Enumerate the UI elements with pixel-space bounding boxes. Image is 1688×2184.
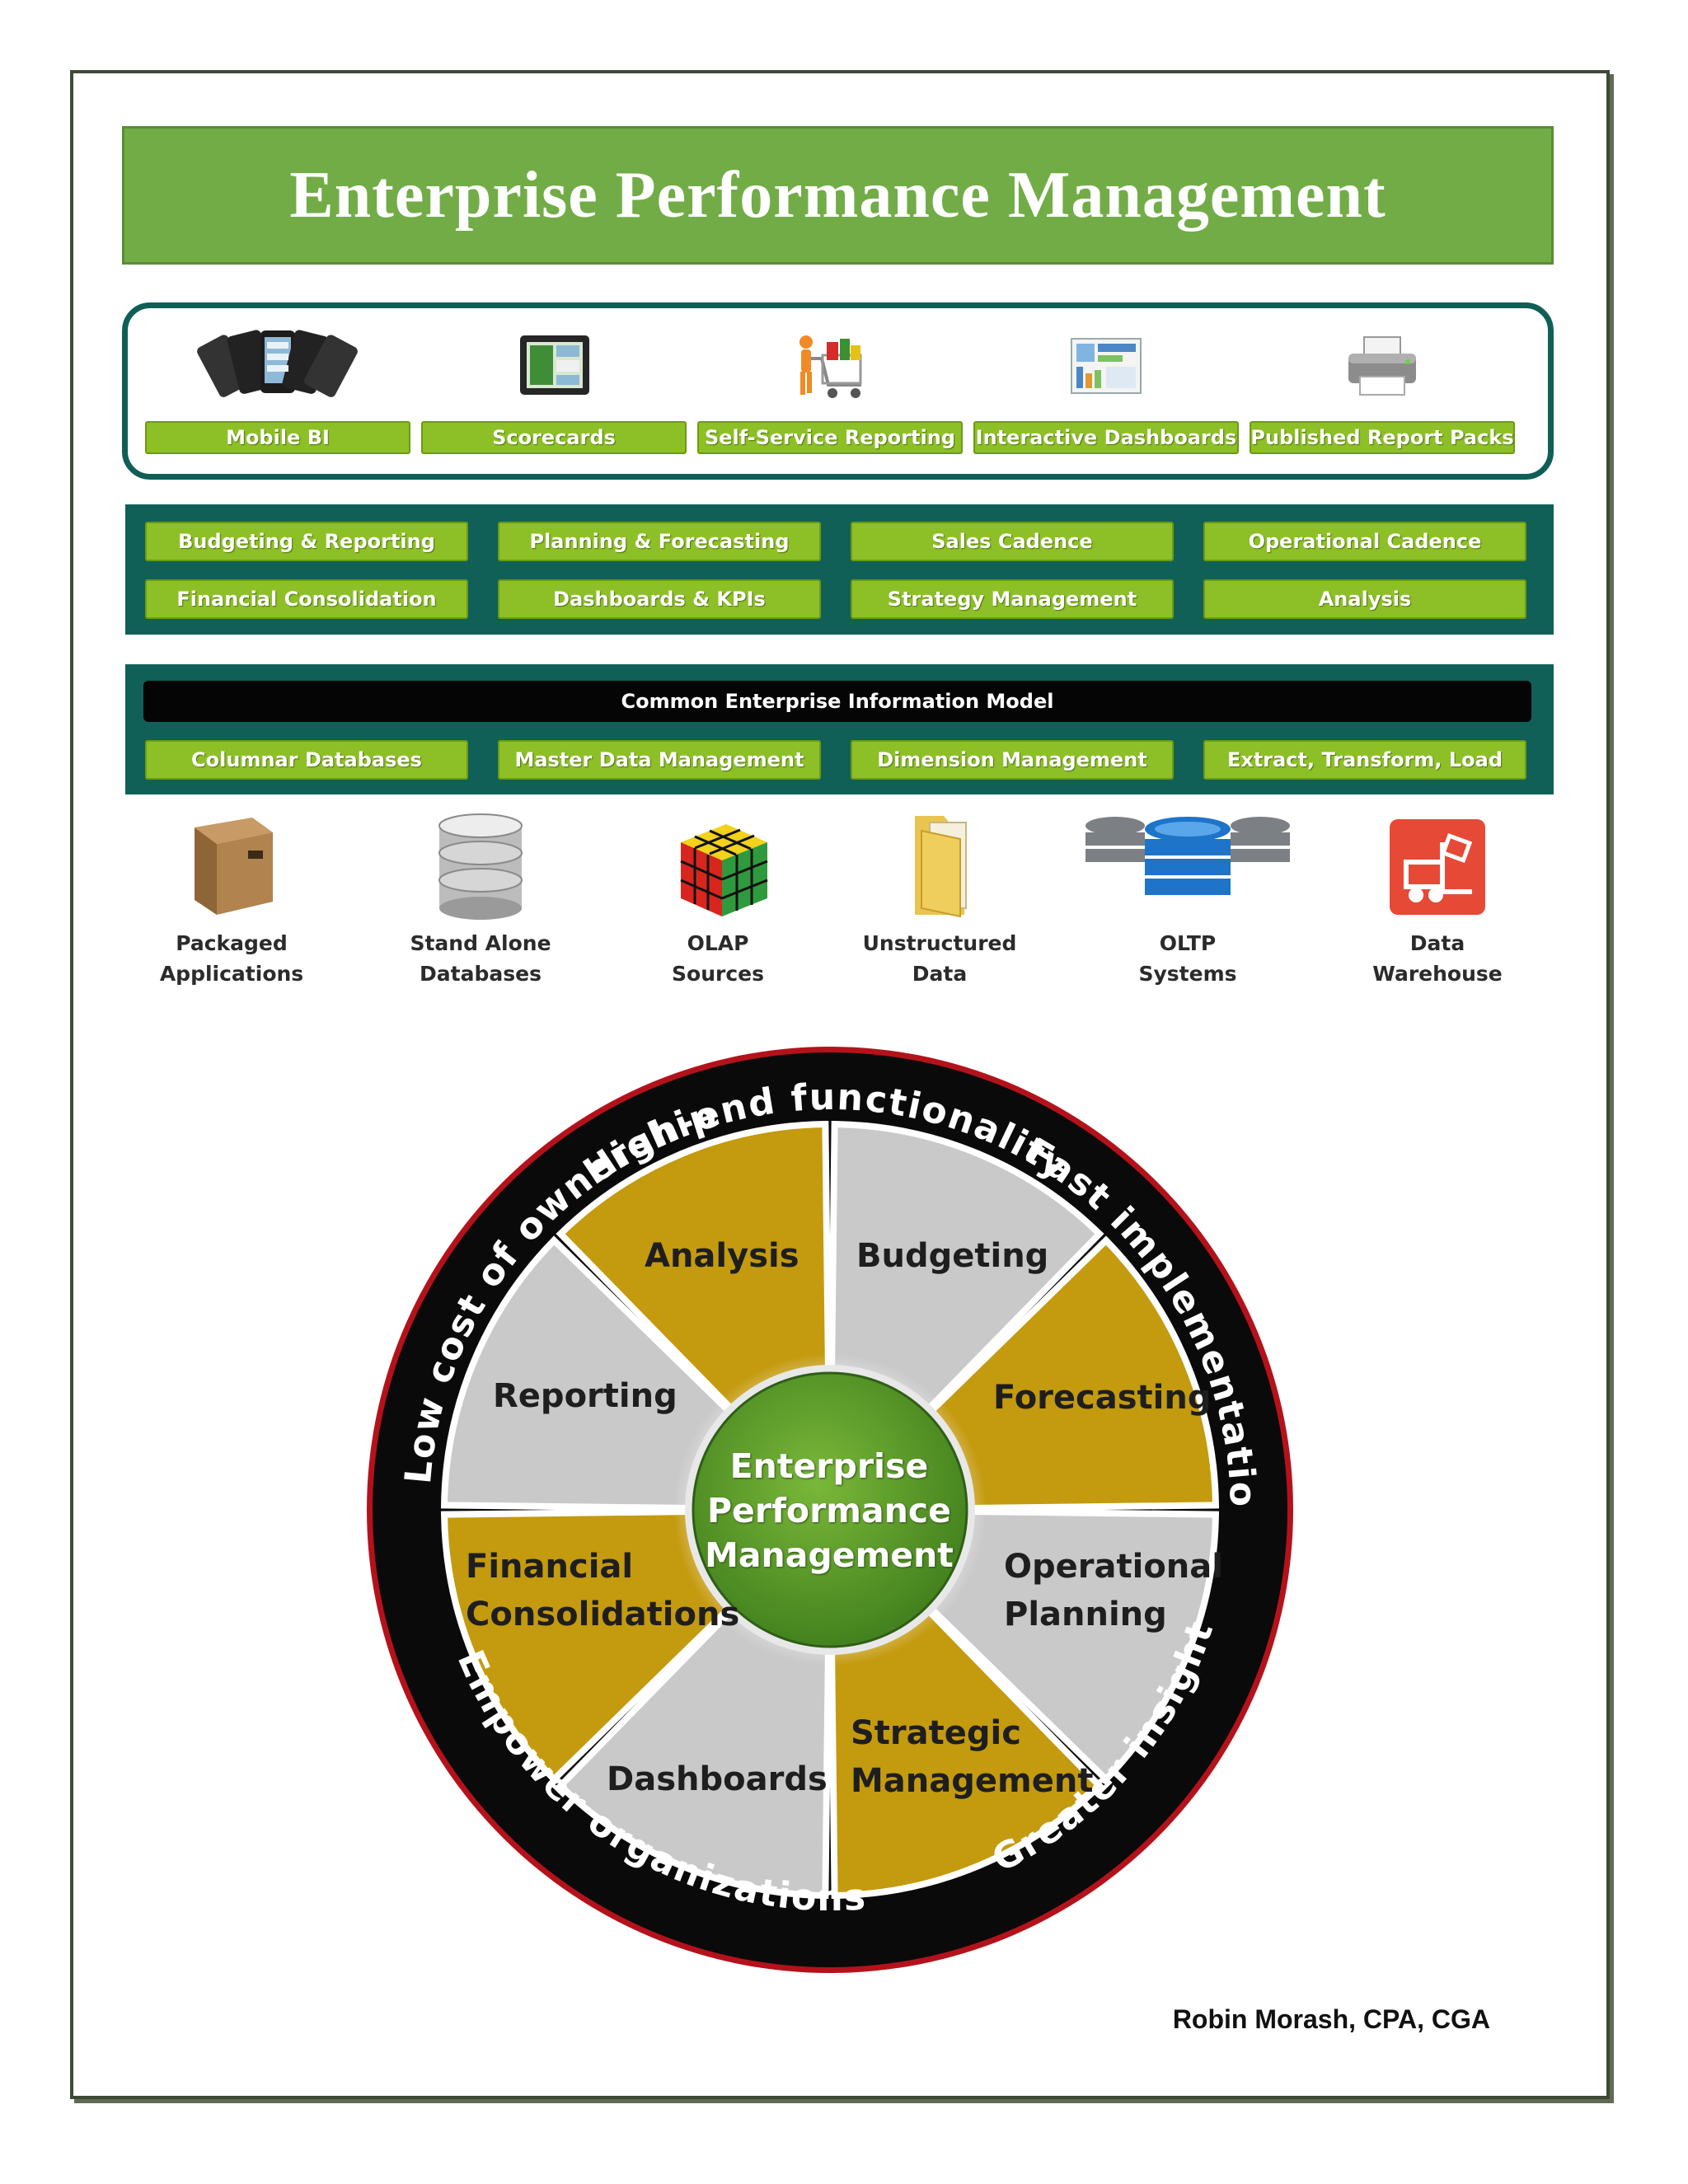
function-analysis: Analysis <box>1203 579 1526 619</box>
segment-line: Consolidations <box>466 1596 740 1633</box>
segment-line: Forecasting <box>993 1379 1212 1417</box>
hub-line: Management <box>705 1535 954 1575</box>
forklift-icon <box>1390 819 1485 915</box>
cardboard-box-icon <box>195 818 273 915</box>
source-stand-alone-databases: Stand Alone Databases <box>373 809 588 989</box>
printer-icon <box>1348 336 1416 396</box>
segment-label-strategic-management: Strategic Management <box>851 1709 1093 1805</box>
channel-label-self-service-reporting: Self-Service Reporting <box>697 421 963 454</box>
source-label-line2: Databases <box>420 962 542 986</box>
function-budgeting-reporting: Budgeting & Reporting <box>145 522 468 561</box>
info-extract-transform-load: Extract, Transform, Load <box>1203 740 1526 780</box>
tablet-icon <box>520 335 589 395</box>
segment-label-analysis: Analysis <box>645 1232 799 1280</box>
hub-label: Enterprise Performance Management <box>681 1444 978 1577</box>
function-dashboards-kpis: Dashboards & KPIs <box>498 579 821 619</box>
segment-line: Financial <box>466 1548 634 1586</box>
segment-line: Operational <box>1004 1548 1223 1586</box>
author-credit: Robin Morash, CPA, CGA <box>1172 2004 1490 2034</box>
channel-label-mobile-bi: Mobile BI <box>145 421 410 454</box>
channel-label-published-report-packs: Published Report Packs <box>1250 421 1515 454</box>
function-operational-cadence: Operational Cadence <box>1203 522 1526 561</box>
title-banner: Enterprise Performance Management <box>122 126 1554 265</box>
segment-line: Planning <box>1004 1596 1167 1633</box>
function-strategy-management: Strategy Management <box>851 579 1174 619</box>
segment-label-operational-planning: Operational Planning <box>1004 1543 1223 1638</box>
segment-line: Strategic <box>851 1714 1021 1752</box>
segment-label-financial-consolidations: Financial Consolidations <box>466 1543 739 1638</box>
epm-wheel: High-end functionality Low cost of owner… <box>365 1045 1293 1973</box>
info-columnar-databases: Columnar Databases <box>145 740 468 780</box>
source-label-line1: OLTP <box>1159 931 1217 955</box>
source-label-line2: Applications <box>159 962 304 986</box>
segment-line: Management <box>851 1762 1094 1800</box>
source-oltp-systems: OLTP Systems <box>1081 809 1295 989</box>
source-packaged-applications: Packaged Applications <box>124 809 339 989</box>
function-financial-consolidation: Financial Consolidation <box>145 579 468 619</box>
common-information-model-bar: Common Enterprise Information Model <box>143 681 1531 722</box>
mobile-phones-icon <box>197 330 358 397</box>
dashboard-screen-icon <box>1071 338 1142 394</box>
source-data-warehouse: Data Warehouse <box>1330 809 1545 989</box>
database-cylinder-icon <box>438 813 523 920</box>
source-label-line2: Warehouse <box>1372 962 1503 986</box>
channel-label-interactive-dashboards: Interactive Dashboards <box>973 421 1239 454</box>
source-label-line1: Packaged <box>176 931 288 955</box>
hub-line: Performance <box>707 1491 951 1530</box>
source-label-line1: OLAP <box>687 931 749 955</box>
source-label-line2: Systems <box>1138 962 1237 986</box>
segment-label-reporting: Reporting <box>493 1372 678 1420</box>
info-master-data-management: Master Data Management <box>498 740 821 780</box>
rubiks-cube-icon <box>680 824 768 916</box>
database-cluster-icon <box>1085 817 1290 895</box>
source-label-line1: Stand Alone <box>410 931 551 955</box>
segment-label-forecasting: Forecasting <box>993 1374 1212 1422</box>
info-dimension-management: Dimension Management <box>851 740 1174 780</box>
source-label-line1: Unstructured <box>862 931 1017 955</box>
hub-circle <box>692 1371 968 1648</box>
channel-label-scorecards: Scorecards <box>421 421 687 454</box>
segment-label-dashboards: Dashboards <box>607 1755 828 1803</box>
segment-line: Budgeting <box>856 1237 1049 1275</box>
source-olap-sources: OLAP Sources <box>611 809 825 989</box>
function-sales-cadence: Sales Cadence <box>851 522 1174 561</box>
segment-label-budgeting: Budgeting <box>856 1232 1048 1280</box>
source-label-line1: Data <box>1409 931 1465 955</box>
function-planning-forecasting: Planning & Forecasting <box>498 522 821 561</box>
source-label-line2: Sources <box>672 962 764 986</box>
source-label-line2: Data <box>912 962 968 986</box>
shopping-cart-icon <box>799 335 862 398</box>
hub-line: Enterprise <box>729 1446 929 1486</box>
source-unstructured-data: Unstructured Data <box>832 809 1047 989</box>
folder-icon <box>915 816 967 918</box>
segment-line: Analysis <box>645 1237 799 1275</box>
segment-line: Reporting <box>493 1377 678 1415</box>
page-title: Enterprise Performance Management <box>289 158 1386 232</box>
segment-line: Dashboards <box>607 1760 828 1798</box>
